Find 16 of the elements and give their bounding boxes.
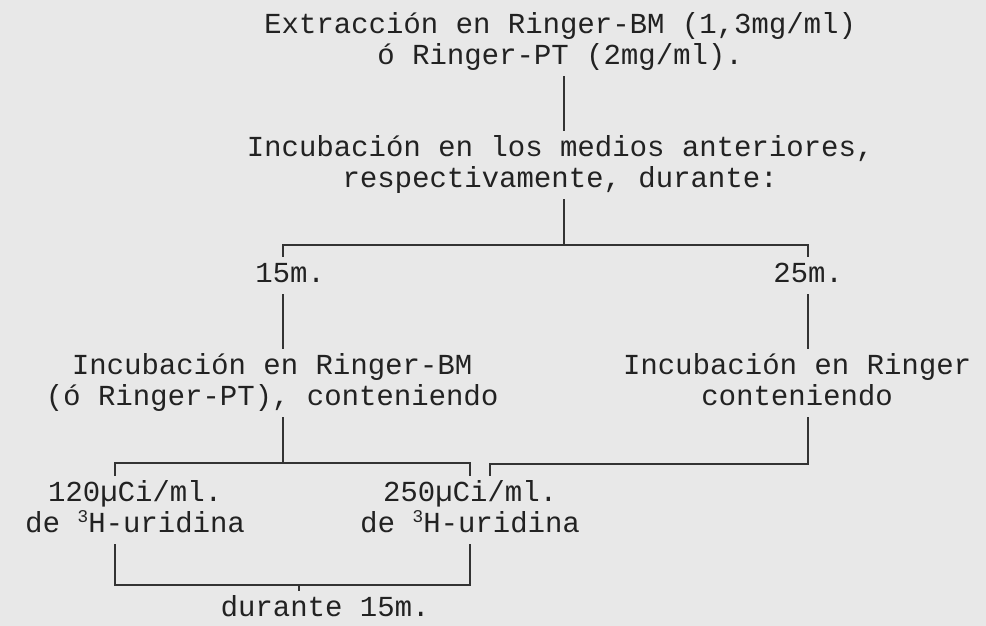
connector-line (489, 417, 809, 476)
step-text: Extracción en Ringer-BM (1,3mg/ml) ó Ringer-PT (2mg/ml). (264, 10, 856, 72)
connector-line (282, 294, 284, 349)
step-text: 15m. (255, 259, 325, 290)
step-text: Incubación en Ringer-BM (ó Ringer-PT), conteniendo (46, 351, 498, 413)
step-text: 250µCi/ml. de $^{3}$H-uridina (360, 478, 580, 540)
step-text: Incubación en los medios anteriores, respectivamente, durante: (246, 133, 874, 195)
connector-line (563, 76, 565, 131)
connector-line (563, 199, 809, 257)
step-text: 25m. (773, 259, 843, 290)
step-text: durante 15m. (220, 593, 430, 624)
step-text: 120µCi/ml. de $^{3}$H-uridina (25, 478, 245, 540)
connector-line (298, 544, 471, 591)
step-text: Incubación en Ringer conteniendo (622, 351, 972, 413)
connector-line (807, 294, 809, 349)
connector-line (282, 417, 471, 476)
